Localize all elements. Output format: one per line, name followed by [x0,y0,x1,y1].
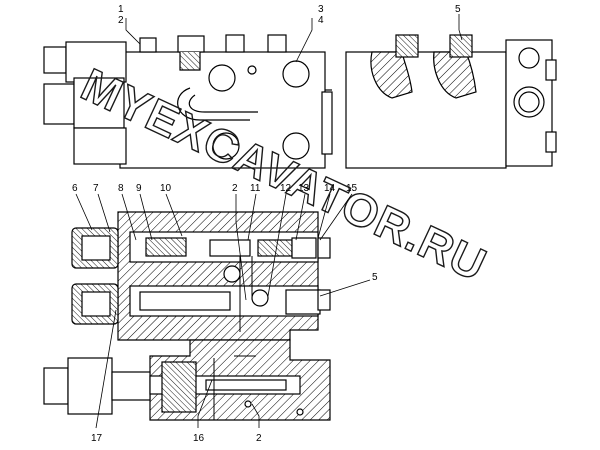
callout-6: 6 [72,183,78,194]
callout-8: 8 [118,183,124,194]
callout-16: 16 [193,433,205,444]
callout-10: 10 [160,183,172,194]
top-right-view [345,34,557,169]
leader-lines [75,14,463,429]
callout-13: 13 [298,183,310,194]
callout-3: 3 [318,4,324,15]
bottom-section [43,339,331,421]
callout-4: 4 [318,15,324,26]
callout-2-middle: 2 [232,183,238,194]
callout-labels: 1 2 3 4 5 6 7 8 9 10 2 11 12 13 14 15 5 … [72,4,461,444]
callout-2-bottom: 2 [256,433,262,444]
callout-2: 2 [118,15,124,26]
callout-5-middle: 5 [372,272,378,283]
callout-5: 5 [455,4,461,15]
callout-1: 1 [118,4,124,15]
callout-9: 9 [136,183,142,194]
callout-14: 14 [324,183,336,194]
top-left-view [43,34,333,169]
callout-7: 7 [93,183,99,194]
section-view [71,211,331,341]
callout-11: 11 [250,183,261,194]
callout-12: 12 [280,183,292,194]
callout-15: 15 [346,183,358,194]
callout-17: 17 [91,433,103,444]
